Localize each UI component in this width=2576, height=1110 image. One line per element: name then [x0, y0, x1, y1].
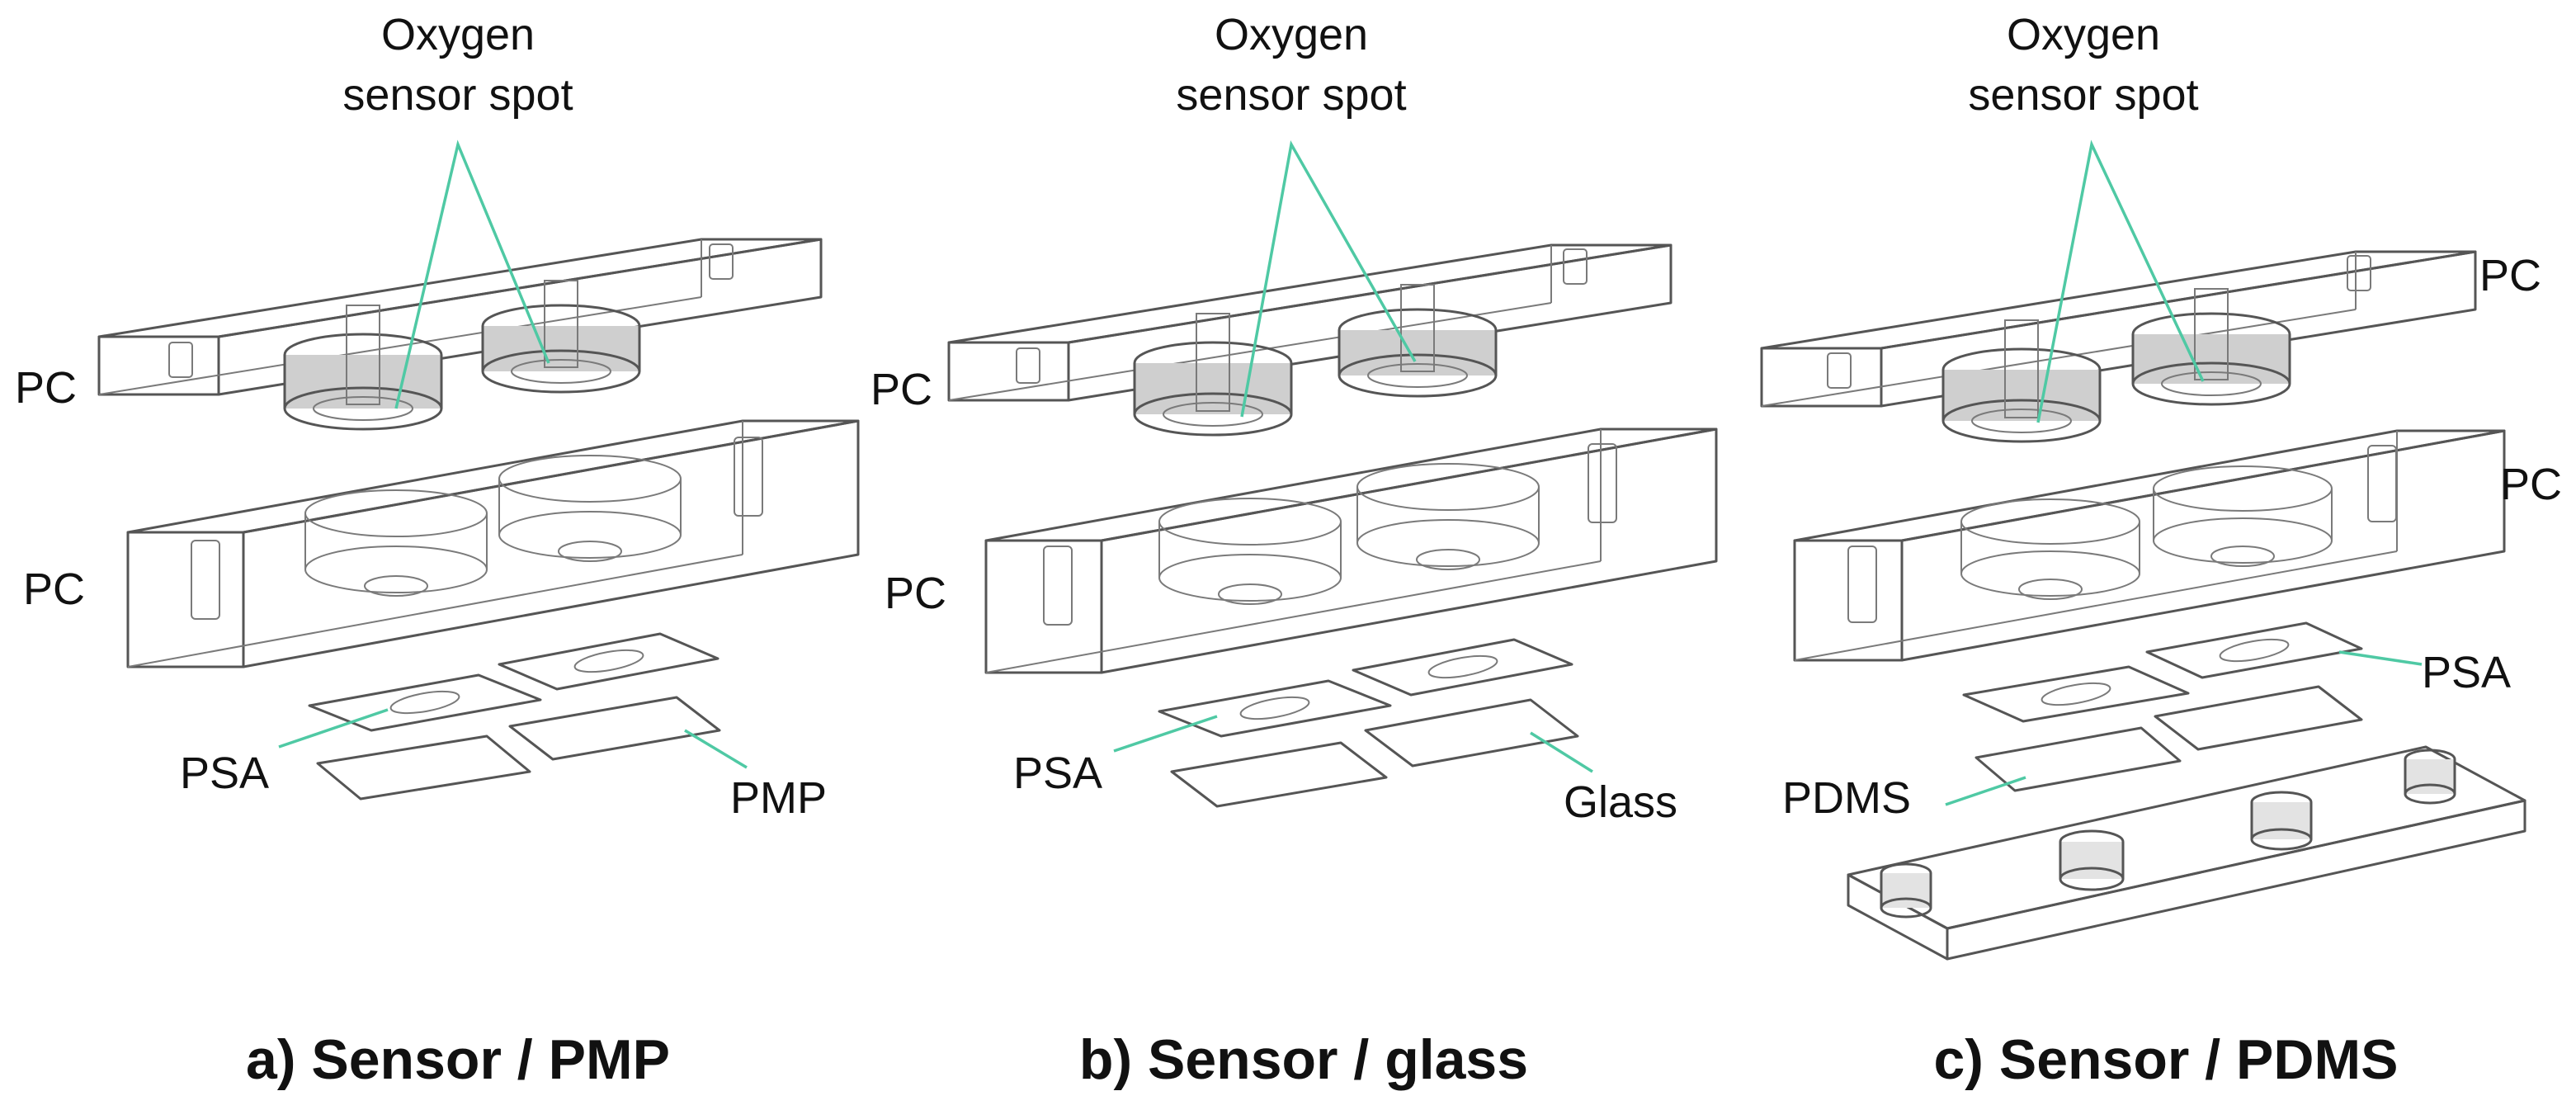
psa-sheet-2: [498, 632, 719, 691]
base-post-2: [2059, 829, 2125, 891]
glass-sheet-1: [1170, 741, 1388, 808]
sensor-cylinder-1: [283, 305, 443, 431]
sensor-spot-label-line1: Oxygen: [381, 10, 535, 59]
pdms-sheet-1: [1974, 726, 2182, 792]
sensor-cylinder-1: [1133, 313, 1293, 437]
middle-pc-block: [1793, 429, 2506, 662]
sensor-cylinder-2: [1338, 284, 1498, 398]
middle-pc-label: PC: [885, 569, 946, 618]
top-pc-label: PC: [2479, 251, 2541, 300]
pdms-sheet-2: [2154, 685, 2363, 751]
psa-sheet-2: [2145, 621, 2363, 679]
substrate-label: PDMS: [1782, 773, 1911, 823]
top-pc-label: PC: [15, 363, 77, 413]
sensor-cylinder-2: [2131, 288, 2291, 406]
sensor-spot-label-line2: sensor spot: [1968, 70, 2198, 120]
sensor-cylinder-1: [1941, 319, 2102, 443]
glass-sheet-2: [1364, 698, 1579, 768]
psa-sheet-1: [1962, 665, 2190, 723]
panel-caption: b) Sensor / glass: [1079, 1028, 1528, 1091]
panel-a: Oxygen sensor spot PC PC PSA PMP a) Sens…: [15, 10, 860, 1091]
middle-pc-block: [126, 419, 860, 668]
psa-label: PSA: [1013, 749, 1102, 798]
top-pc-lid: [97, 238, 823, 431]
psa-label: PSA: [2422, 648, 2511, 697]
top-pc-lid: [947, 243, 1673, 437]
substrate-label: Glass: [1564, 777, 1677, 827]
sensor-cylinder-2: [481, 280, 641, 394]
leaders: [278, 139, 748, 769]
sensor-spot-label-line2: sensor spot: [342, 70, 573, 120]
bottom-pc-base: [1847, 745, 2526, 961]
base-post-1: [1880, 862, 1932, 919]
substrate-label: PMP: [730, 773, 827, 823]
middle-pc-block: [984, 427, 1718, 674]
base-post-3: [2250, 791, 2313, 851]
leaders: [1945, 139, 2423, 806]
sensor-spot-label-line2: sensor spot: [1176, 70, 1406, 120]
panel-b: Oxygen sensor spot PC PC PSA Glass b) Se…: [870, 10, 1718, 1091]
panel-caption: c) Sensor / PDMS: [1933, 1028, 2398, 1091]
pmp-sheet-1: [316, 734, 531, 801]
top-pc-label: PC: [870, 365, 932, 414]
top-pc-lid: [1760, 250, 2477, 443]
pmp-sheet-2: [508, 696, 721, 761]
psa-label: PSA: [180, 749, 269, 798]
base-post-4: [2404, 749, 2456, 805]
panel-c: Oxygen sensor spot PC PC PSA PDMS c) Sen…: [1760, 10, 2562, 1091]
sensor-spot-label-line1: Oxygen: [2007, 10, 2160, 59]
psa-sheet-2: [1352, 638, 1573, 697]
psa-sheet-1: [308, 673, 542, 732]
leaders: [1113, 139, 1593, 773]
middle-pc-label: PC: [23, 564, 85, 614]
panel-caption: a) Sensor / PMP: [246, 1028, 670, 1091]
psa-sheet-1: [1158, 679, 1392, 738]
sensor-spot-label-line1: Oxygen: [1215, 10, 1368, 59]
middle-pc-label: PC: [2500, 460, 2562, 509]
